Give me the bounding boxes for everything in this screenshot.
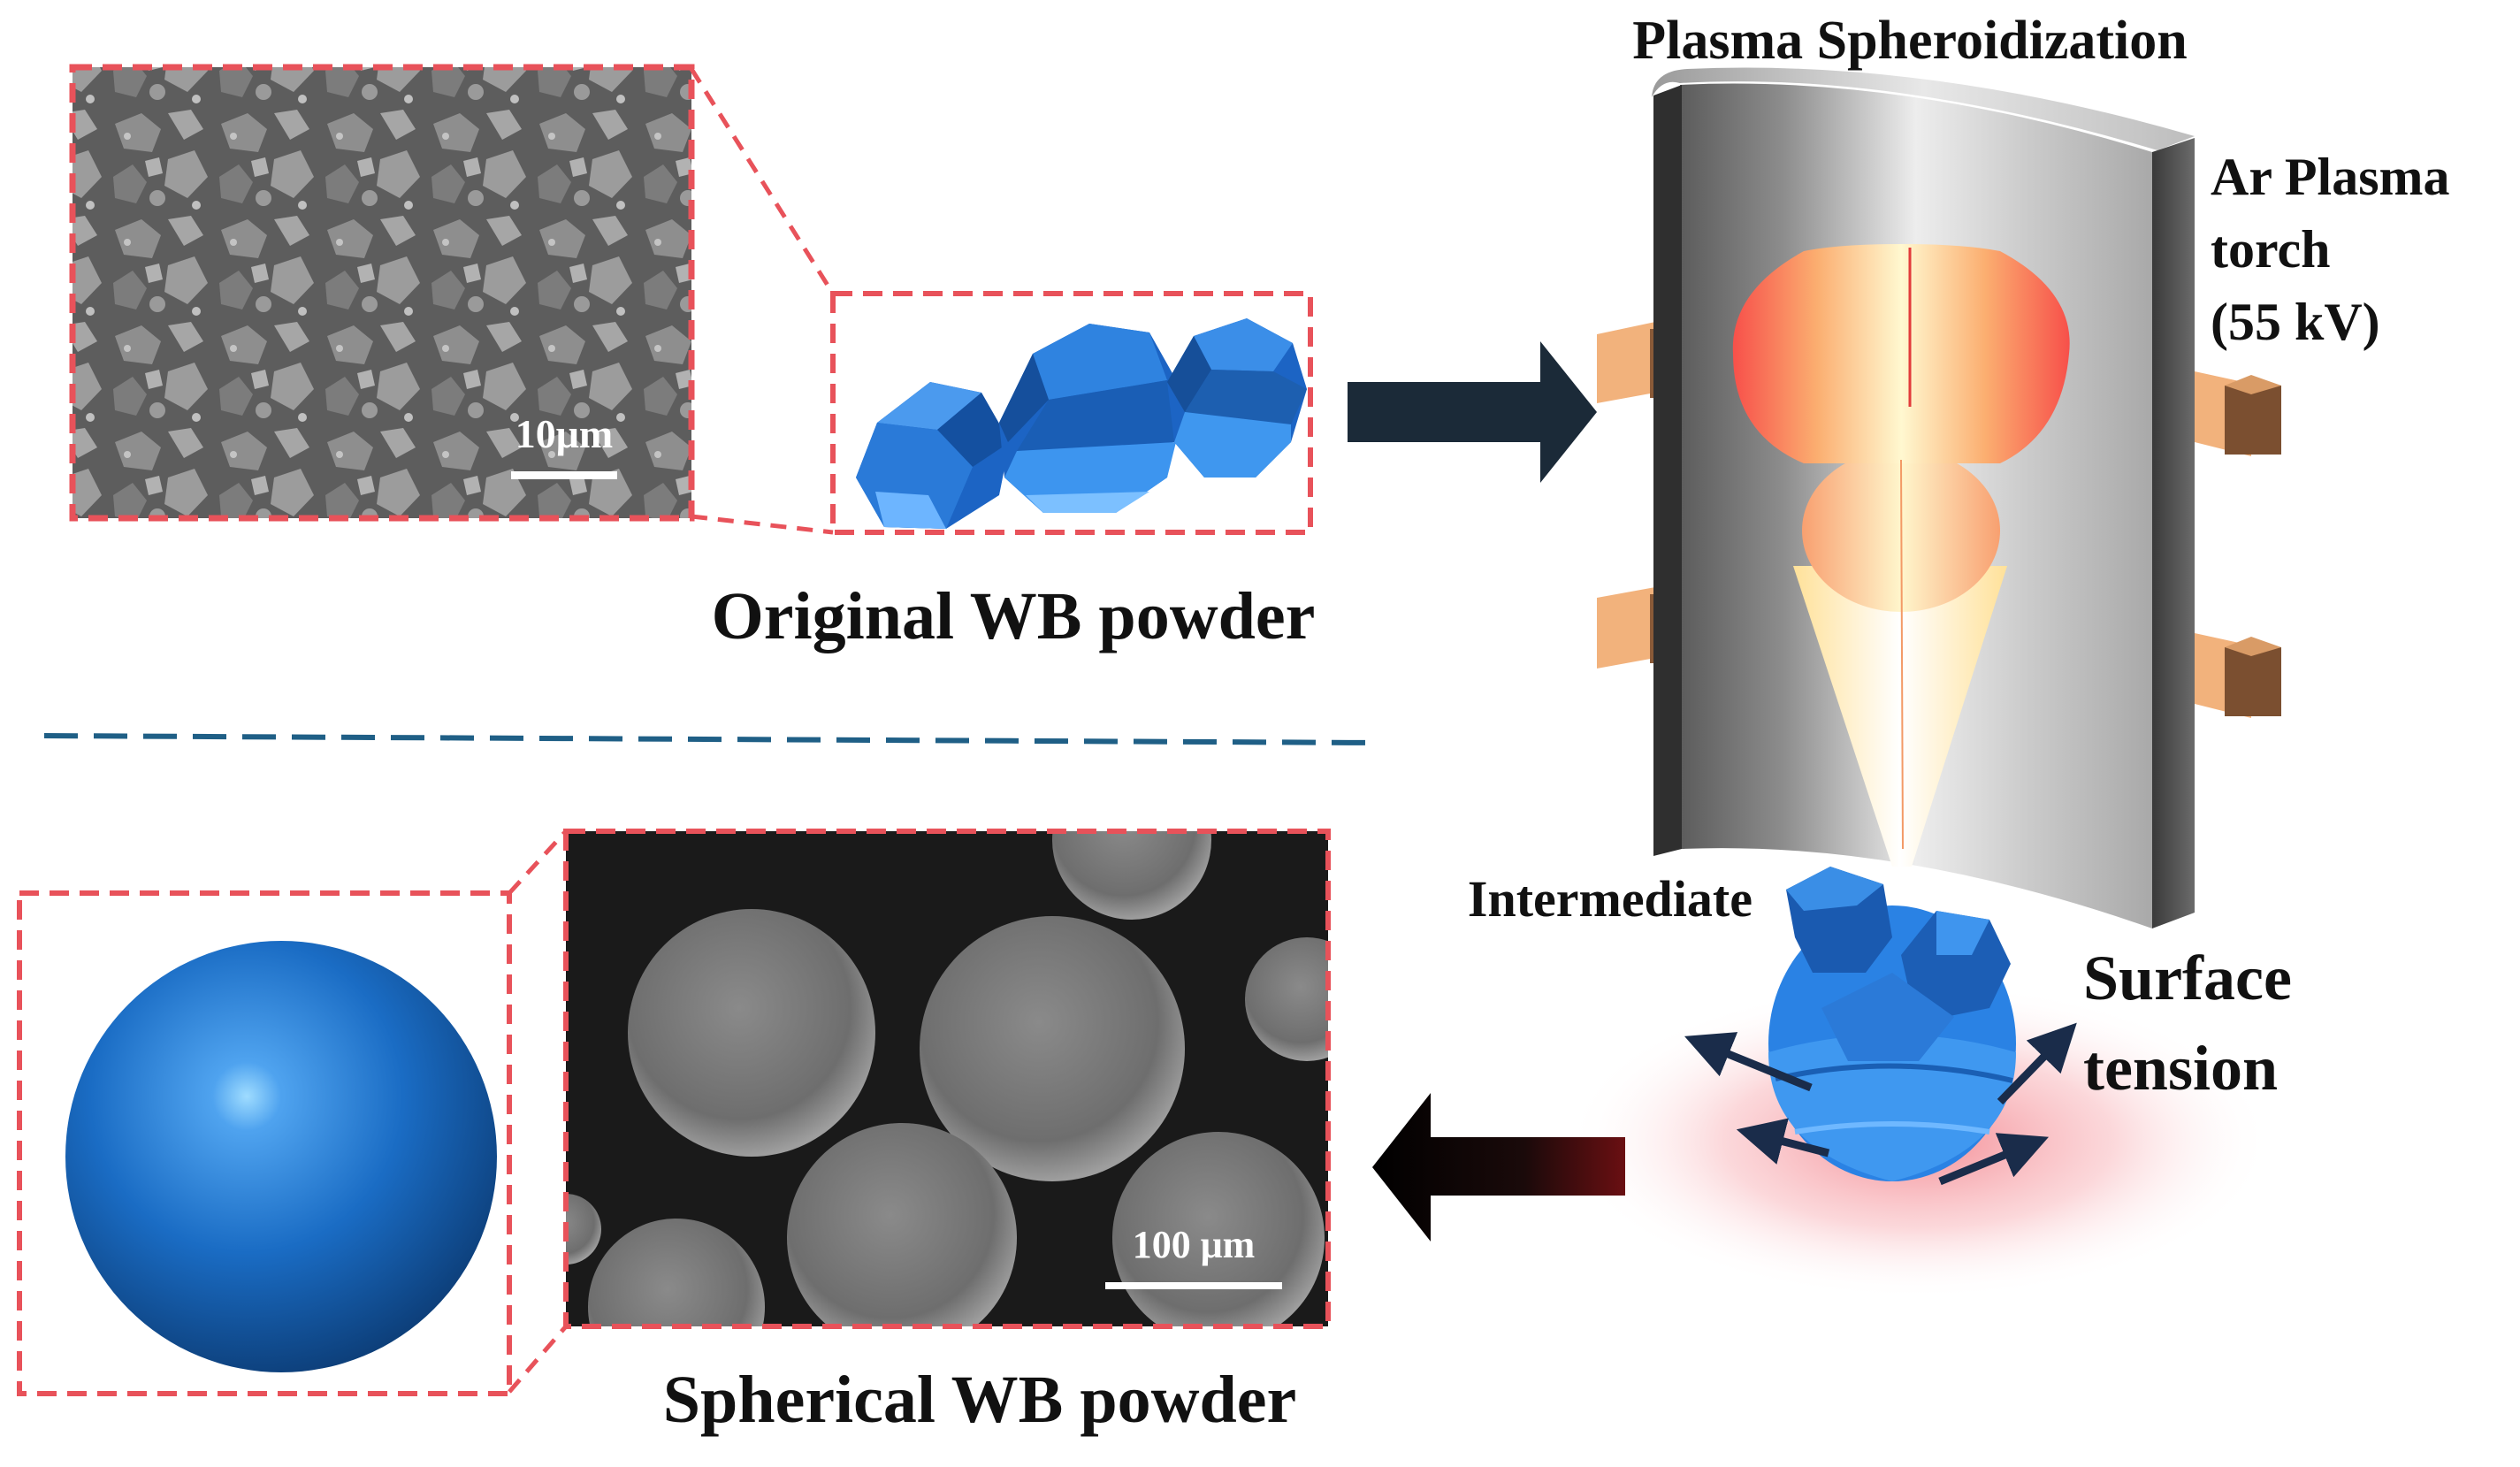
torch-label: Ar Plasma torch (55 kV) <box>2211 148 2450 351</box>
sem-image-spherical: 100 μm <box>563 829 1331 1329</box>
torch-label-line1: Ar Plasma <box>2211 148 2450 206</box>
plasma-title: Plasma Spheroidization <box>1632 11 2188 71</box>
scale-bar-bottom: 100 μm <box>1105 1223 1282 1289</box>
plasma-flame <box>1732 244 2070 867</box>
intermediate-particle <box>1768 867 2016 1181</box>
surface-label-line2: tension <box>2083 1033 2278 1104</box>
scale-label-top: 10μm <box>515 411 613 456</box>
electrode <box>2195 633 2281 718</box>
spherical-particle-box <box>17 890 512 1396</box>
scale-bar-top: 10μm <box>511 411 617 479</box>
intermediate-label: Intermediate <box>1468 870 1753 928</box>
arrow-to-plasma <box>1348 341 1597 483</box>
original-powder-caption: Original WB powder <box>712 579 1316 653</box>
original-particles-box <box>830 291 1313 535</box>
spherical-powder-caption: Spherical WB powder <box>663 1363 1296 1437</box>
surface-label-line1: Surface <box>2083 943 2292 1013</box>
angular-particle <box>1167 318 1307 478</box>
angular-particle <box>856 382 1010 529</box>
arrow-to-spherical <box>1372 1093 1625 1242</box>
scale-label-bottom: 100 μm <box>1133 1223 1256 1266</box>
sem-image-original: 10μm <box>69 64 695 522</box>
zoom-connector-bottom <box>508 829 568 1394</box>
blue-sphere <box>65 941 497 1372</box>
torch-label-line2: torch <box>2211 220 2331 279</box>
section-divider <box>43 733 1377 745</box>
torch-label-line3: (55 kV) <box>2211 293 2380 351</box>
angular-particle <box>999 324 1181 513</box>
electrode <box>2195 371 2281 456</box>
surface-tension-arrows <box>1684 1022 2077 1186</box>
zoom-connector-top <box>689 67 836 535</box>
